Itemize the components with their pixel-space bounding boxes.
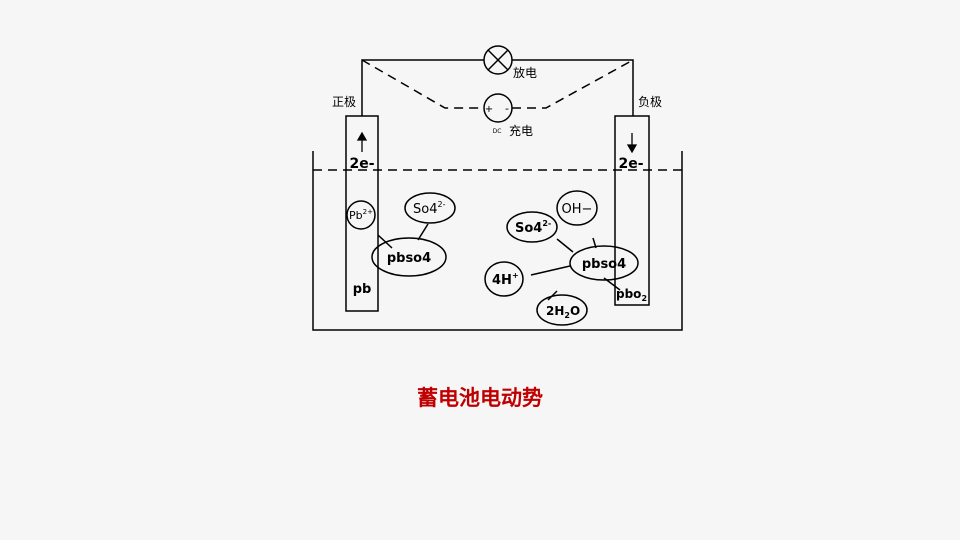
water-oval — [536, 294, 588, 326]
right-plate — [614, 115, 650, 306]
so4-left-label: So42- — [413, 200, 446, 217]
so4-right-oval — [506, 211, 558, 243]
so4-left-oval — [404, 192, 456, 224]
so4-right-label: So42- — [515, 219, 551, 236]
oh-oval — [556, 190, 598, 226]
negative-electrode-label: 负极 — [638, 95, 662, 109]
lamp-symbol — [483, 45, 513, 75]
oh-label: OH− — [562, 202, 593, 217]
right-electron-label: 2e- — [618, 156, 643, 172]
pb-ion-circle — [346, 200, 376, 230]
pbso4-left-oval — [371, 237, 447, 277]
h-ion-oval — [484, 261, 524, 297]
water-label: 2H2O — [546, 304, 580, 320]
left-electron-label: 2e- — [349, 156, 374, 172]
dc-plus: + — [485, 104, 493, 115]
pbso4-right-label: pbso4 — [582, 257, 626, 272]
positive-electrode-label: 正极 — [332, 95, 356, 109]
dc-source-symbol — [483, 93, 513, 123]
pbso4-left-label: pbso4 — [387, 251, 431, 266]
dc-minus: - — [505, 102, 509, 115]
discharge-wire — [361, 59, 634, 116]
h-ion-label: 4H+ — [492, 271, 519, 288]
right-plate-label: pbo2 — [616, 287, 647, 303]
pb-ion-label: Pb2+ — [349, 208, 373, 222]
diagram-caption: 蓄电池电动势 — [417, 386, 543, 410]
charge-wire — [361, 59, 634, 109]
tank — [312, 151, 683, 331]
pbso4-right-oval — [569, 245, 639, 281]
dc-label: DC — [493, 128, 502, 135]
left-electron-arrow — [356, 131, 368, 152]
left-plate-label: pb — [353, 282, 372, 297]
discharge-label: 放电 — [513, 65, 537, 80]
right-electron-arrow — [626, 133, 638, 154]
charge-label: 充电 — [509, 123, 533, 138]
